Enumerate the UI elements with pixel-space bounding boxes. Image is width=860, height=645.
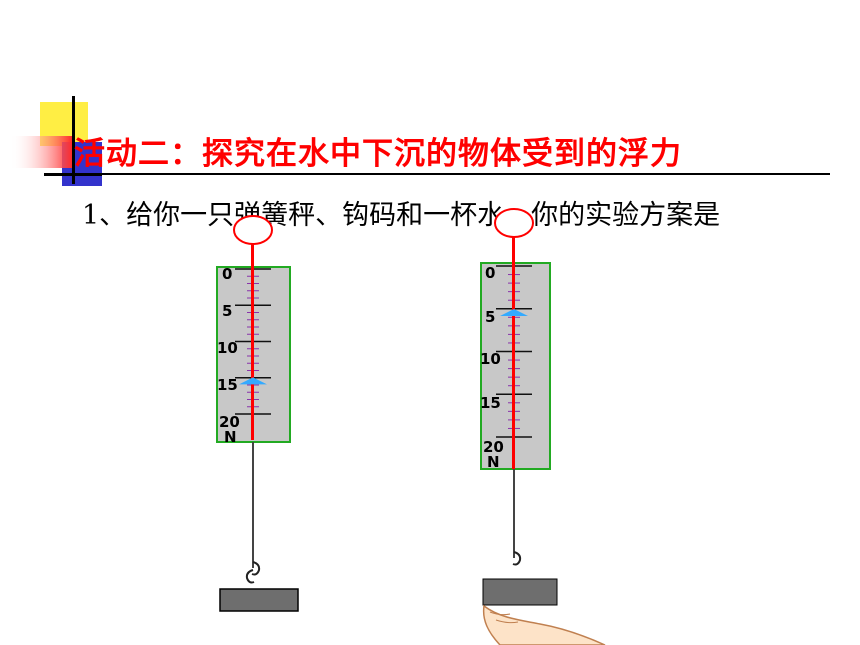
hand-icon: [482, 604, 606, 645]
right-spring-scale: 0 5 10 15 20 N: [480, 208, 606, 645]
right-tick-label-5: 5: [485, 308, 495, 326]
left-hook-icon: [245, 561, 261, 584]
left-unit-label: N: [224, 428, 237, 446]
hand-finger-lines: [489, 611, 519, 624]
question-text: 1、给你一只弹簧秤、钩码和一杯水，你的实验方案是: [82, 200, 721, 231]
right-top-ring-icon: [494, 208, 534, 238]
right-pointer-icon: [500, 309, 528, 317]
right-scale-body: [480, 262, 551, 470]
slide-title: 活动二：探究在水中下沉的物体受到的浮力: [74, 136, 682, 172]
right-weight-block-icon: [482, 578, 558, 606]
title-underline: [44, 173, 830, 175]
right-tick-label-0: 0: [485, 264, 495, 282]
left-tick-label-5: 5: [222, 302, 232, 320]
left-spring-scale: 0 5 10 15 20 N: [216, 215, 299, 612]
right-tick-label-10: 10: [480, 350, 501, 368]
left-top-ring-icon: [233, 215, 273, 245]
left-tick-label-15: 15: [217, 376, 238, 394]
left-scale-rod: [251, 244, 254, 440]
right-scale-rod: [512, 237, 515, 469]
left-weight-block-icon: [219, 588, 299, 612]
left-pointer-icon: [239, 377, 267, 385]
left-tick-label-10: 10: [217, 339, 238, 357]
left-tick-label-20: 20: [219, 413, 240, 431]
right-tick-label-15: 15: [480, 394, 501, 412]
left-tick-label-0: 0: [222, 265, 232, 283]
right-unit-label: N: [487, 453, 500, 471]
title-decoration-icon: [10, 96, 102, 186]
right-hook-icon: [512, 551, 522, 566]
right-tick-label-20: 20: [483, 438, 504, 456]
